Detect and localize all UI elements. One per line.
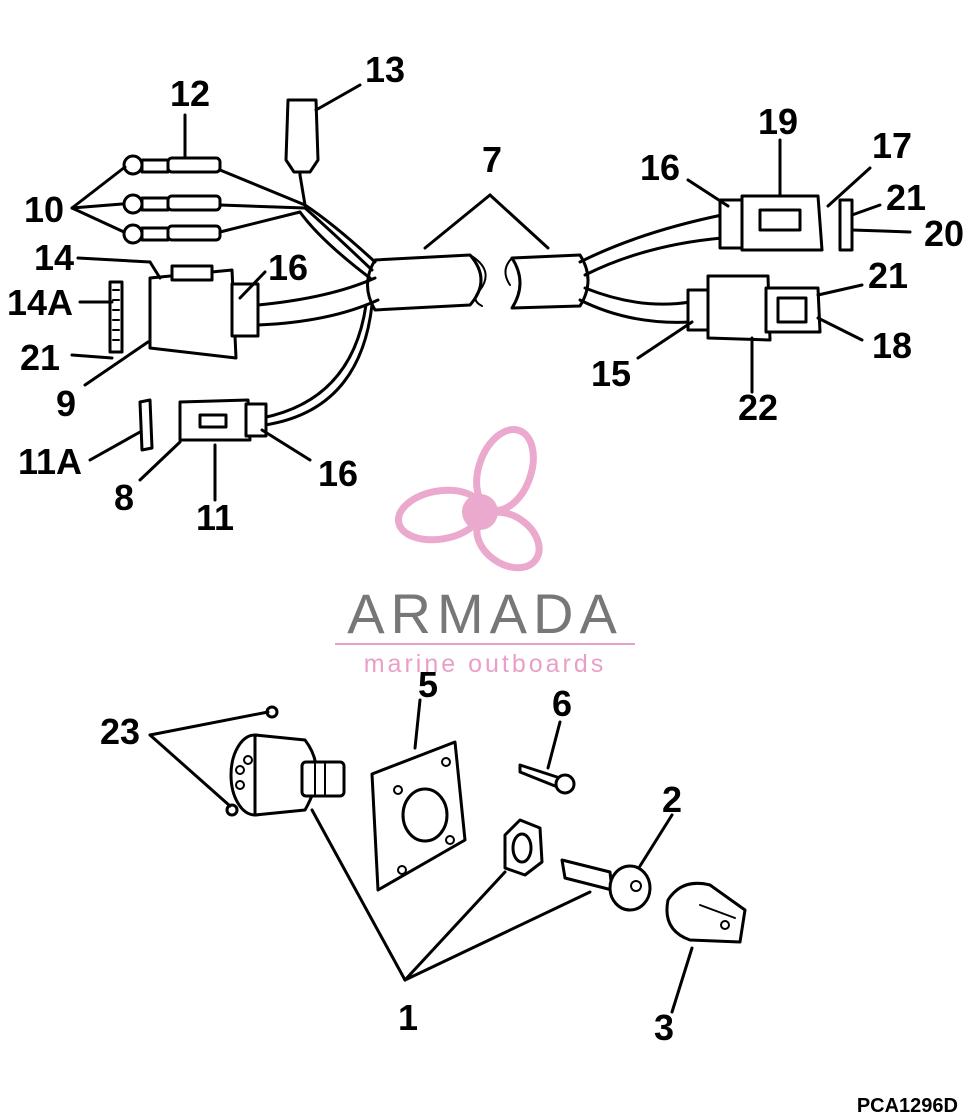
hex-nut: [503, 818, 544, 877]
part-label: 2: [662, 779, 682, 820]
part-label: 16: [640, 147, 680, 188]
part-label: 10: [24, 189, 64, 230]
part-label: 17: [872, 125, 912, 166]
watermark-brand: ARMADA: [347, 582, 623, 645]
part-label: 22: [738, 387, 778, 428]
key: [560, 858, 652, 912]
ring-terminals: [122, 154, 222, 245]
mounting-plate: [370, 740, 467, 892]
part-label: 21: [20, 337, 60, 378]
part-label: 23: [100, 711, 140, 752]
part-label: 14A: [7, 282, 73, 323]
part-label: 12: [170, 73, 210, 114]
connector-8: [138, 398, 268, 452]
part-label: 16: [268, 247, 308, 288]
part-label: 20: [924, 213, 964, 254]
part-label: 5: [418, 664, 438, 705]
part-label: 13: [365, 49, 405, 90]
screw: [518, 763, 576, 795]
part-label: 15: [591, 353, 631, 394]
ignition-switch-drawing: [225, 705, 747, 944]
part-label: 16: [318, 453, 358, 494]
part-label: 1: [398, 997, 418, 1038]
part-label: 9: [56, 383, 76, 424]
part-label: 3: [654, 1007, 674, 1048]
spade-terminal: [284, 98, 320, 174]
part-label: 8: [114, 477, 134, 518]
wire-harness-drawing: [108, 98, 854, 452]
part-label: 18: [872, 325, 912, 366]
part-label: 7: [482, 139, 502, 180]
leader-lines: [70, 83, 912, 1014]
connector-18: [686, 274, 822, 342]
part-label: 14: [34, 237, 74, 278]
connector-19: [718, 194, 854, 252]
part-label: 19: [758, 101, 798, 142]
connector-9: [108, 264, 260, 360]
part-label: 11A: [18, 441, 82, 482]
part-label: 21: [868, 255, 908, 296]
key-boot: [665, 881, 747, 944]
part-label: 6: [552, 683, 572, 724]
armada-logo-icon: [394, 426, 543, 572]
watermark-tagline: marine outboards: [364, 650, 607, 678]
part-labels: 1 2 3 5 6 7 8 9 10 11 11A 12 13 14 14A 1…: [7, 49, 964, 1048]
part-label: 11: [196, 497, 234, 538]
part-label: 21: [886, 177, 926, 218]
drawing-code: PCA1296D: [857, 1095, 958, 1117]
